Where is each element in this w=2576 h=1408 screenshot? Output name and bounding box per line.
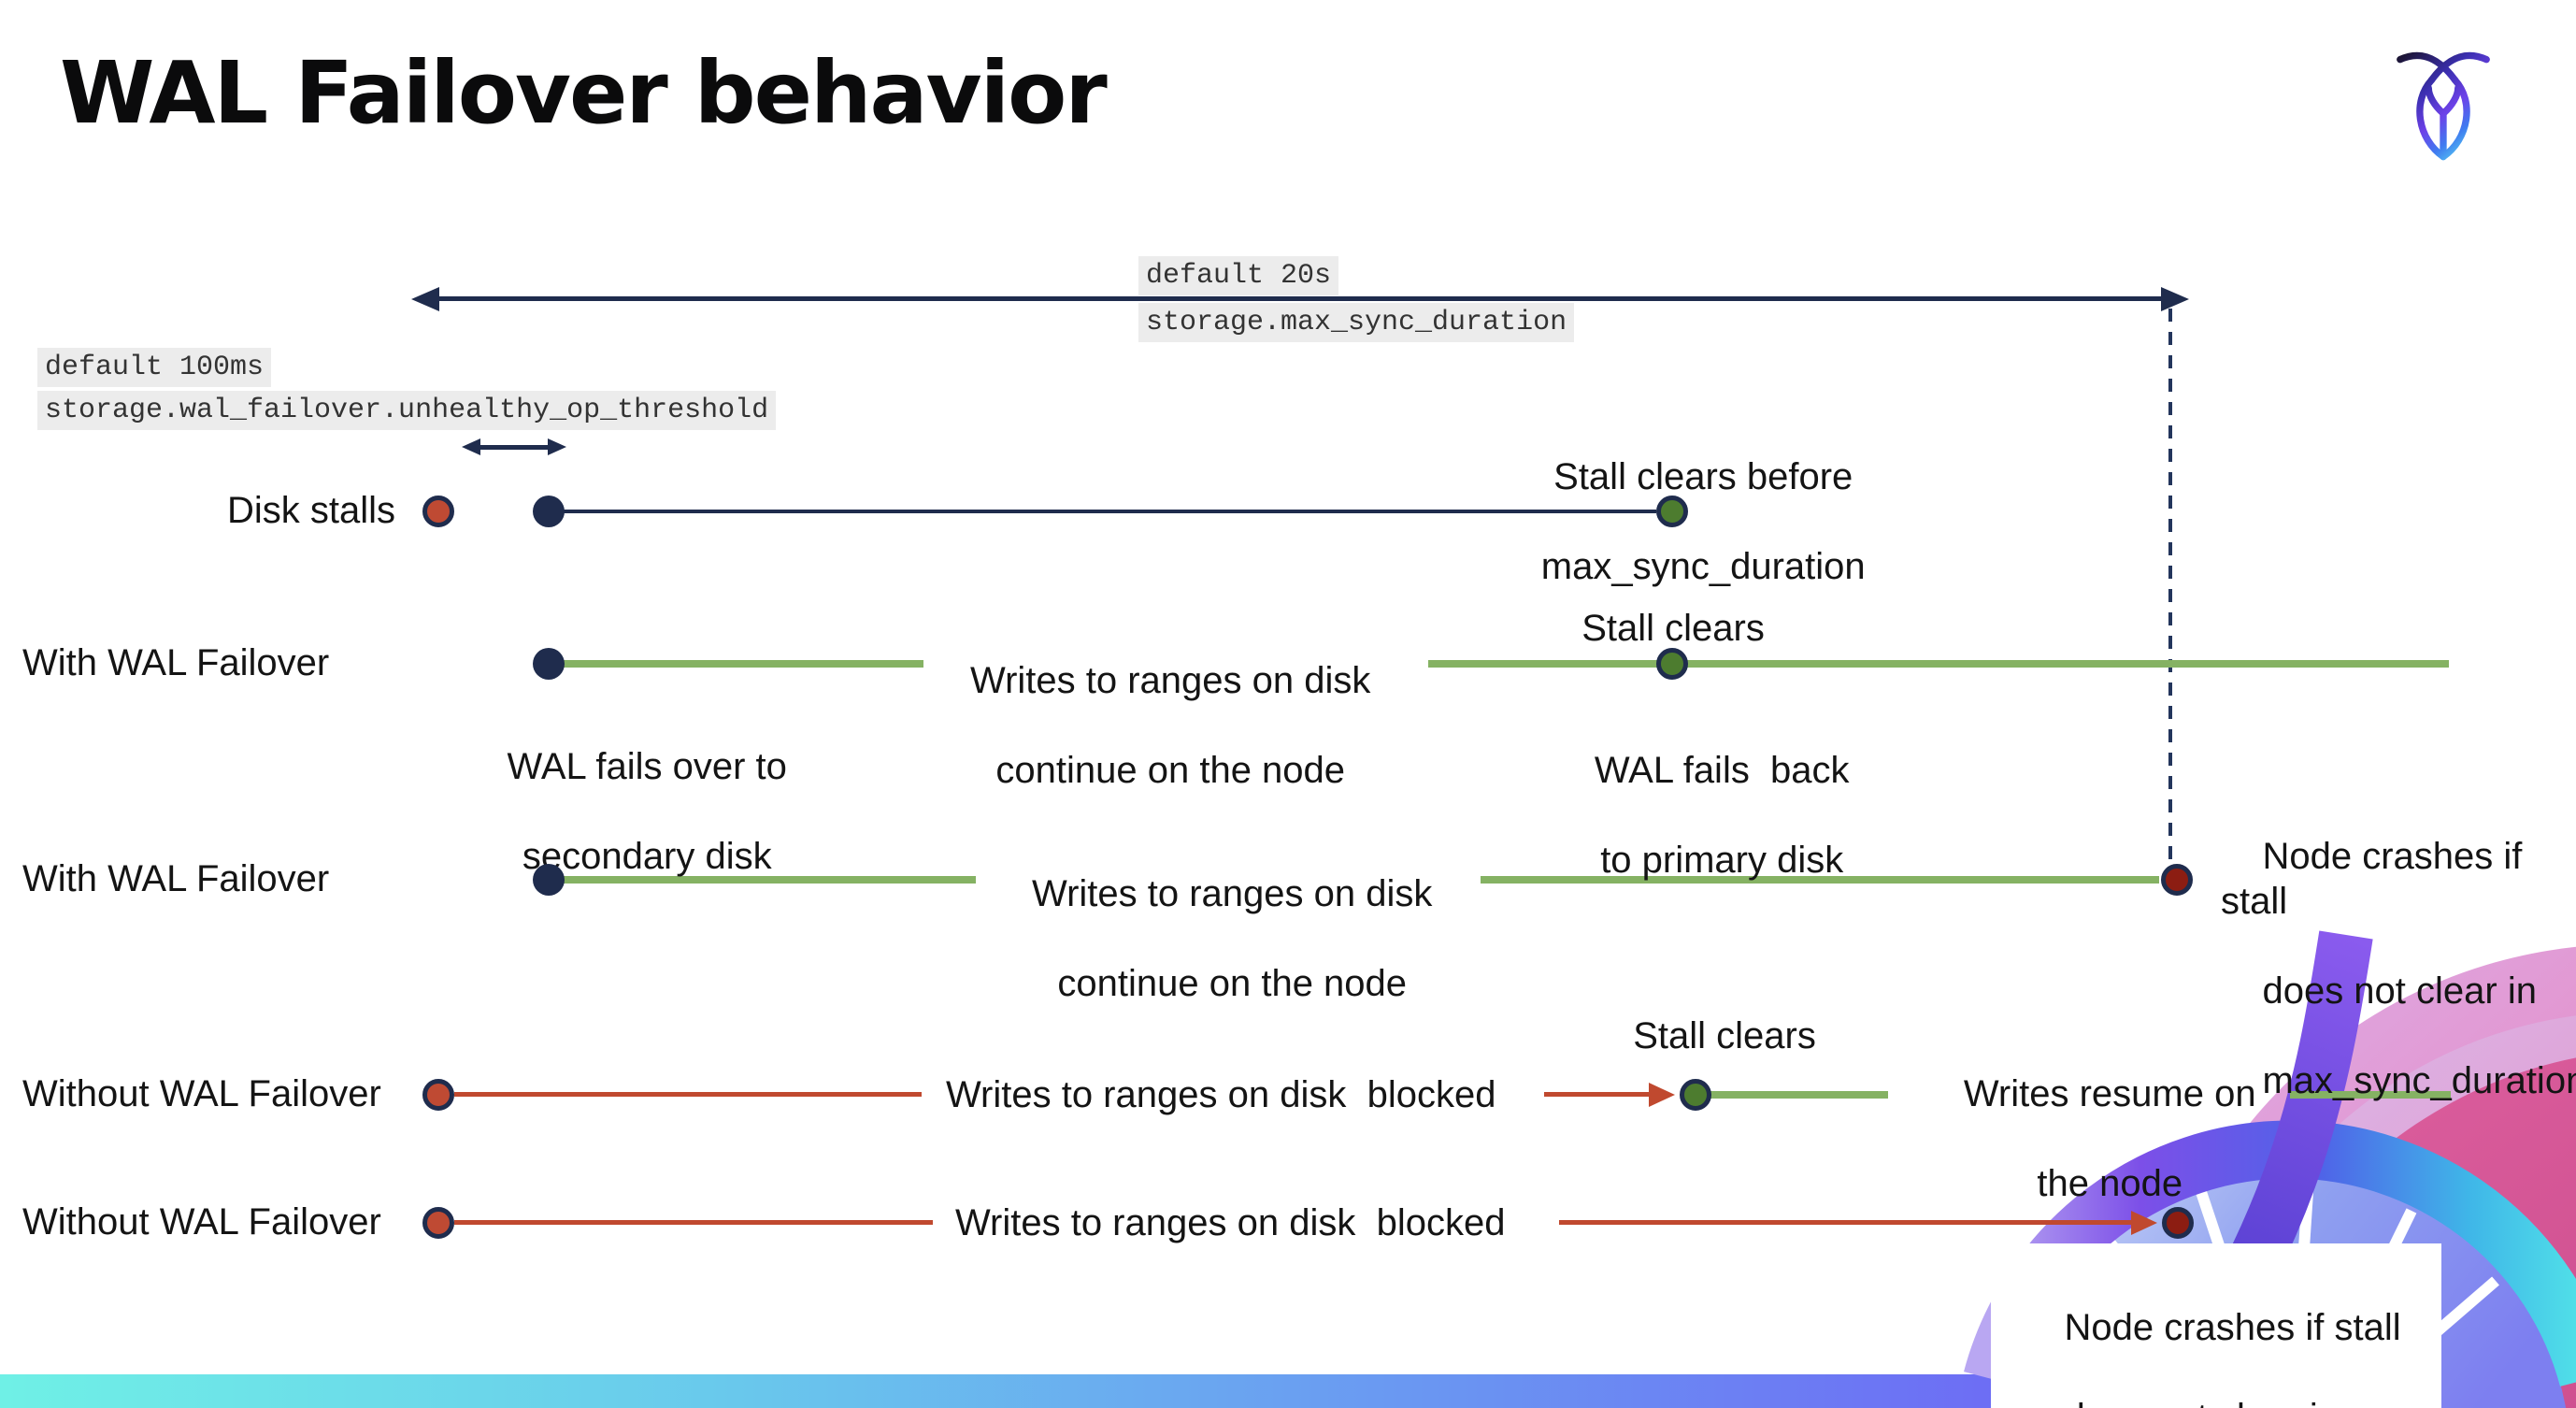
node-crash-dot-1 [2161,864,2193,896]
threshold-default-label: default 100ms [37,348,272,387]
max-sync-default-label: default 20s [1138,256,1339,295]
writes-continue-line-b [1428,660,2449,668]
max-sync-setting-label: storage.max_sync_duration [1138,303,1575,342]
node-crash-1-line1: Node crashes if stall [2221,836,2533,922]
red-arrowhead-icon-1 [1649,1083,1675,1107]
node-crash-dot-2 [2162,1207,2194,1239]
stall-clears-dot [1656,496,1688,527]
row-label-without-wal-failover-1: Without WAL Failover [22,1073,381,1114]
writes-blocked-text-1: Writes to ranges on disk blocked [946,1074,1496,1115]
stall-clears-text-1: Stall clears [1581,608,1765,649]
arrowhead-left-icon [411,287,439,311]
max-sync-deadline-dashed-line [2168,309,2172,862]
node-crash-1-line3: max_sync_duration [2262,1060,2576,1101]
cockroachdb-logo-icon [2397,51,2490,161]
failback-stall-clears-dot [1656,648,1688,680]
row-label-with-wal-failover-2: With WAL Failover [22,858,330,899]
writes-continue-1-line1: Writes to ranges on disk [970,660,1371,701]
writes-blocked-2-line-b [1559,1220,2131,1225]
writes-continue-2-line-b [1481,876,2159,884]
max-sync-duration-span-arrow [437,296,2163,301]
stall-start-dot-3 [422,1207,454,1239]
writes-resume-line2: the node [2037,1163,2183,1204]
writes-resume-line-a [1710,1091,1888,1099]
small-arrowhead-right-icon [548,438,566,455]
stall-clears-dot-2 [1680,1079,1711,1111]
stall-clears-before-line1: Stall clears before [1553,456,1853,497]
disk-stall-timeline-line [561,510,1656,513]
small-arrowhead-left-icon [462,438,480,455]
stall-clears-text-2: Stall clears [1633,1015,1816,1056]
threshold-setting-label: storage.wal_failover.unhealthy_op_thresh… [37,391,777,430]
wal-failover-dot-2 [533,864,565,896]
stall-start-dot [422,496,454,527]
wal-fails-back-text: WAL fails back to primary disk [1496,703,1907,927]
arrowhead-right-icon [2161,287,2189,311]
wal-failover-dot [533,648,565,680]
node-crash-2-line2: does not clear in [2064,1397,2339,1408]
writes-resume-line1: Writes resume on [1963,1073,2256,1114]
node-crash-text-2: Node crashes if stall does not clear in … [2023,1260,2415,1408]
row-label-without-wal-failover-2: Without WAL Failover [22,1201,381,1243]
writes-blocked-line-a [454,1092,922,1097]
wal-fails-back-line2: to primary disk [1600,840,1844,881]
node-crash-1-line2: does not clear in [2262,970,2537,1012]
writes-continue-line-a [563,660,923,668]
writes-continue-2-line1: Writes to ranges on disk [1032,873,1433,914]
stall-clears-before-text: Stall clears before max_sync_duration [1449,409,1916,634]
node-crash-text-1: Node crashes if stall does not clear in … [2221,789,2576,1148]
stall-start-dot-2 [422,1079,454,1111]
failover-threshold-dot [533,496,565,527]
writes-resume-line-b [2290,1091,2451,1099]
writes-resume-text: Writes resume on the node [1907,1027,2271,1251]
writes-continue-2-line2: continue on the node [1057,963,1408,1004]
node-crash-callout-box [1991,1243,2441,1408]
node-crash-2-line1: Node crashes if stall [2064,1307,2401,1348]
wal-fails-over-text: WAL fails over to secondary disk [421,699,832,924]
red-arrowhead-icon-2 [2131,1211,2157,1235]
wal-fails-back-line1: WAL fails back [1594,750,1850,791]
stall-clears-before-line2: max_sync_duration [1540,546,1866,587]
writes-blocked-2-line-a [454,1220,933,1225]
writes-continue-text-2: Writes to ranges on disk continue on the… [987,826,1436,1051]
writes-continue-2-line-a [563,876,976,884]
threshold-span-arrow [479,445,550,450]
row-label-with-wal-failover-1: With WAL Failover [22,642,330,683]
writes-continue-1-line2: continue on the node [995,750,1346,791]
row-label-disk-stalls: Disk stalls [227,490,396,531]
wal-fails-over-line1: WAL fails over to [507,746,787,787]
writes-blocked-text-2: Writes to ranges on disk blocked [955,1202,1506,1243]
page-title: WAL Failover behavior [60,43,1108,143]
writes-blocked-line-b [1544,1092,1649,1097]
writes-continue-text-1: Writes to ranges on disk continue on the… [925,613,1374,838]
